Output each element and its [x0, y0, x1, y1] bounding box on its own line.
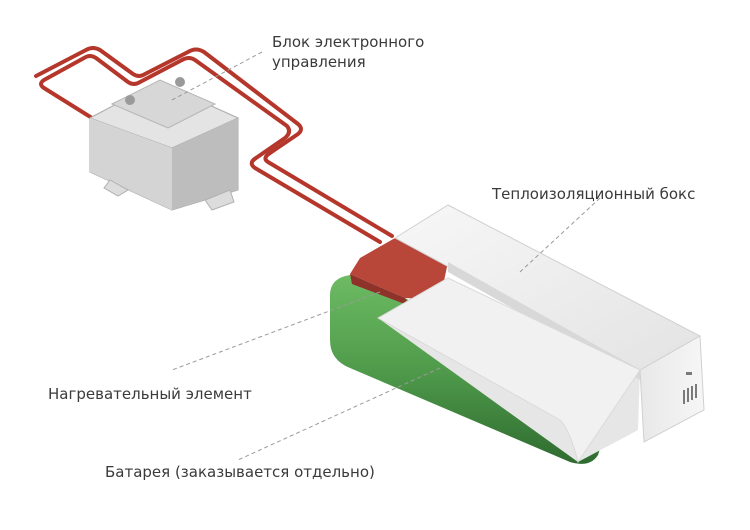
label-control-unit-line1: Блок электронного [272, 33, 425, 51]
wire [34, 46, 394, 244]
screw-icon [175, 77, 185, 87]
label-control-unit-line2: управления [272, 53, 366, 71]
vent-icon [683, 372, 697, 404]
label-battery: Батарея (заказывается отдельно) [105, 463, 375, 481]
leader-lines [171, 51, 601, 461]
label-control-unit: Блок электронного управления [272, 32, 424, 72]
control-unit [88, 77, 240, 211]
screw-icon [125, 95, 135, 105]
thermal-box [376, 204, 705, 464]
label-thermal-box: Теплоизоляционный бокс [492, 185, 696, 203]
label-heating-element: Нагревательный элемент [48, 385, 252, 403]
